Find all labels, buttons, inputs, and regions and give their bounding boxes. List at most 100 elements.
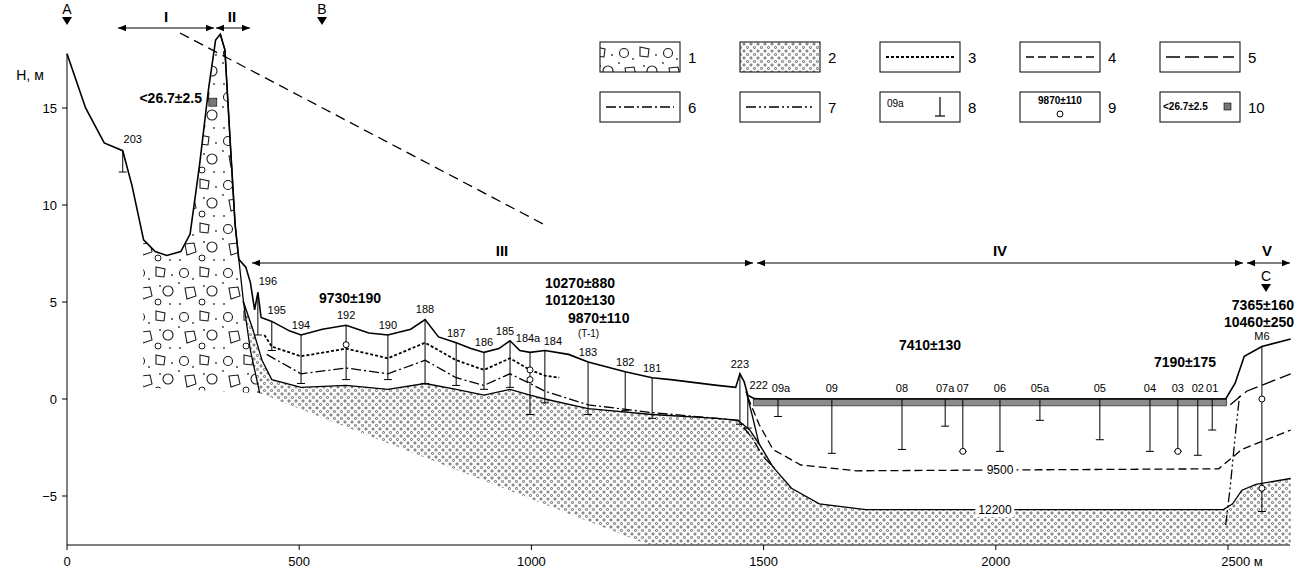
legend-swatch: [1020, 92, 1100, 122]
borehole-number: 03: [1172, 383, 1184, 394]
borehole-bottom-tick: [1146, 451, 1154, 452]
axis-tick-label: −5: [42, 490, 57, 503]
isochrone-line-4: [748, 397, 1291, 471]
borehole-bottom-tick: [1258, 511, 1266, 512]
borehole-line: [652, 378, 653, 419]
legend-number: 10: [1248, 100, 1265, 115]
borehole-number: 190: [379, 319, 397, 330]
borehole-number: 09a: [772, 383, 790, 394]
legend-swatch: [1020, 42, 1100, 72]
borehole-bottom-tick: [268, 350, 276, 351]
legend-swatch: [600, 42, 680, 72]
axis-tick-label: 2500 м: [1221, 555, 1262, 568]
borehole-number: 183: [579, 347, 597, 358]
legend-sample-text: 9870±110: [1038, 96, 1082, 106]
axis-tick: [62, 399, 67, 400]
axis-tick: [67, 545, 68, 550]
borehole-bottom-tick: [648, 418, 656, 419]
borehole-bottom-tick: [621, 410, 629, 411]
layer-boundary-5: [1230, 374, 1290, 405]
dating-sample-point: [960, 448, 966, 454]
borehole-line: [530, 352, 531, 414]
axis-tick-label: 5: [50, 296, 57, 309]
borehole-line: [122, 151, 123, 172]
borehole-number: 08: [896, 383, 908, 394]
borehole-number: 192: [337, 310, 355, 321]
axis-tick: [531, 545, 532, 550]
borehole-bottom-tick: [744, 428, 752, 429]
borehole-bottom-tick: [1036, 420, 1044, 421]
region-label: I: [164, 9, 168, 24]
borehole-number: 186: [475, 337, 493, 348]
axis-tick-label: 1000: [517, 555, 546, 568]
legend-number: 4: [1108, 50, 1116, 65]
borehole-line: [301, 335, 302, 384]
borehole-bottom-tick: [421, 383, 429, 384]
borehole-number: 195: [268, 305, 286, 316]
region-label: IV: [993, 243, 1007, 258]
legend-swatch: [600, 92, 680, 122]
borehole-line: [1197, 399, 1198, 455]
borehole-line: [346, 325, 347, 379]
borehole-number: 06: [994, 383, 1006, 394]
vertical-axis: [67, 54, 68, 545]
dating-sample-point: [527, 377, 533, 383]
borehole-bottom-tick: [384, 379, 392, 380]
age-label: <26.7±2.5: [139, 91, 202, 105]
legend-swatch: [740, 92, 820, 122]
axis-tick: [62, 205, 67, 206]
borehole-line: [747, 395, 748, 428]
section-point-label: C: [1261, 269, 1271, 283]
region-label: II: [228, 9, 236, 24]
borehole-line: [945, 399, 946, 426]
dating-sample-point: [1259, 485, 1265, 491]
legend-line-sample: [606, 106, 674, 107]
borehole-line: [1177, 399, 1178, 451]
boulder-deposit-fill: [143, 34, 260, 393]
borehole-symbol: [935, 115, 945, 116]
borehole-line: [901, 399, 902, 449]
legend-swatch: [740, 42, 820, 72]
osl-sample-point: [209, 98, 217, 106]
borehole-number: 05: [1094, 383, 1106, 394]
section-point-label: B: [317, 2, 326, 16]
age-label: 7410±130: [899, 338, 961, 352]
borehole-bottom-tick: [506, 387, 514, 388]
borehole-number: 181: [643, 362, 661, 373]
borehole-bottom-tick: [1096, 439, 1104, 440]
section-point-marker: [317, 17, 327, 25]
region-span-arrow: [757, 262, 1243, 263]
axis-tick-label: 10: [43, 199, 57, 212]
borehole-line: [271, 321, 272, 350]
sample-symbol: [1057, 111, 1063, 117]
borehole-bottom-tick: [297, 383, 305, 384]
section-point-marker: [62, 17, 72, 25]
borehole-bottom-tick: [541, 402, 549, 403]
borehole-line: [257, 292, 258, 335]
horizontal-axis: [67, 545, 1290, 546]
dating-sample-point: [527, 367, 533, 373]
borehole-bottom-tick: [480, 389, 488, 390]
age-label: 9870±110: [568, 311, 629, 325]
region-label: III: [496, 243, 509, 258]
legend-sample-text: <26.7±2.5: [1163, 102, 1208, 112]
borehole-line: [544, 351, 545, 403]
borehole-line: [456, 343, 457, 386]
legend-number: 3: [968, 50, 976, 65]
section-point-marker: [1261, 284, 1271, 292]
axis-tick-label: 15: [43, 102, 57, 115]
axis-tick: [62, 496, 67, 497]
legend-swatch: [1160, 42, 1240, 72]
layer-boundary-7: [1226, 395, 1240, 525]
borehole-number: 182: [616, 356, 634, 367]
layer-boundary-6: [267, 354, 776, 468]
borehole-bottom-tick: [526, 414, 534, 415]
borehole-line: [510, 341, 511, 388]
borehole-number: 203: [124, 133, 142, 144]
ridge-flank-line: [220, 34, 259, 393]
age-label: 10460±250: [1224, 315, 1294, 329]
dating-sample-point: [343, 342, 349, 348]
